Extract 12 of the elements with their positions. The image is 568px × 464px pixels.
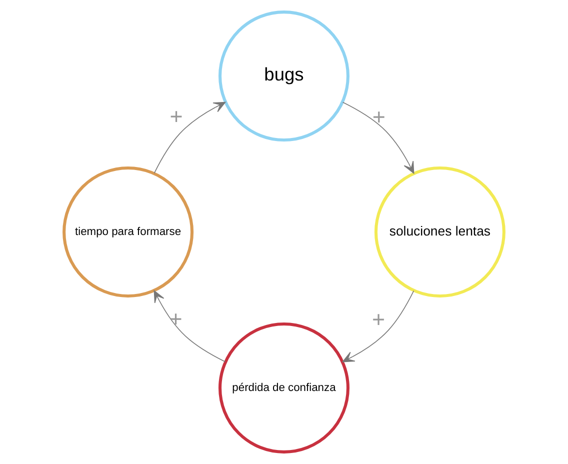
edge-label: + <box>372 104 386 130</box>
node-circle: tiempo para formarse <box>62 166 194 298</box>
node-circle: pérdida de confianza <box>218 322 350 454</box>
edge-label: + <box>372 307 386 332</box>
edge-label: + <box>170 104 183 129</box>
arrow <box>342 290 414 362</box>
node-circle: bugs <box>218 10 350 142</box>
node-circle: soluciones lentas <box>374 166 506 298</box>
arrow <box>342 102 414 174</box>
arrow <box>154 102 226 174</box>
edge-label: + <box>169 306 182 332</box>
arrow <box>154 290 226 362</box>
